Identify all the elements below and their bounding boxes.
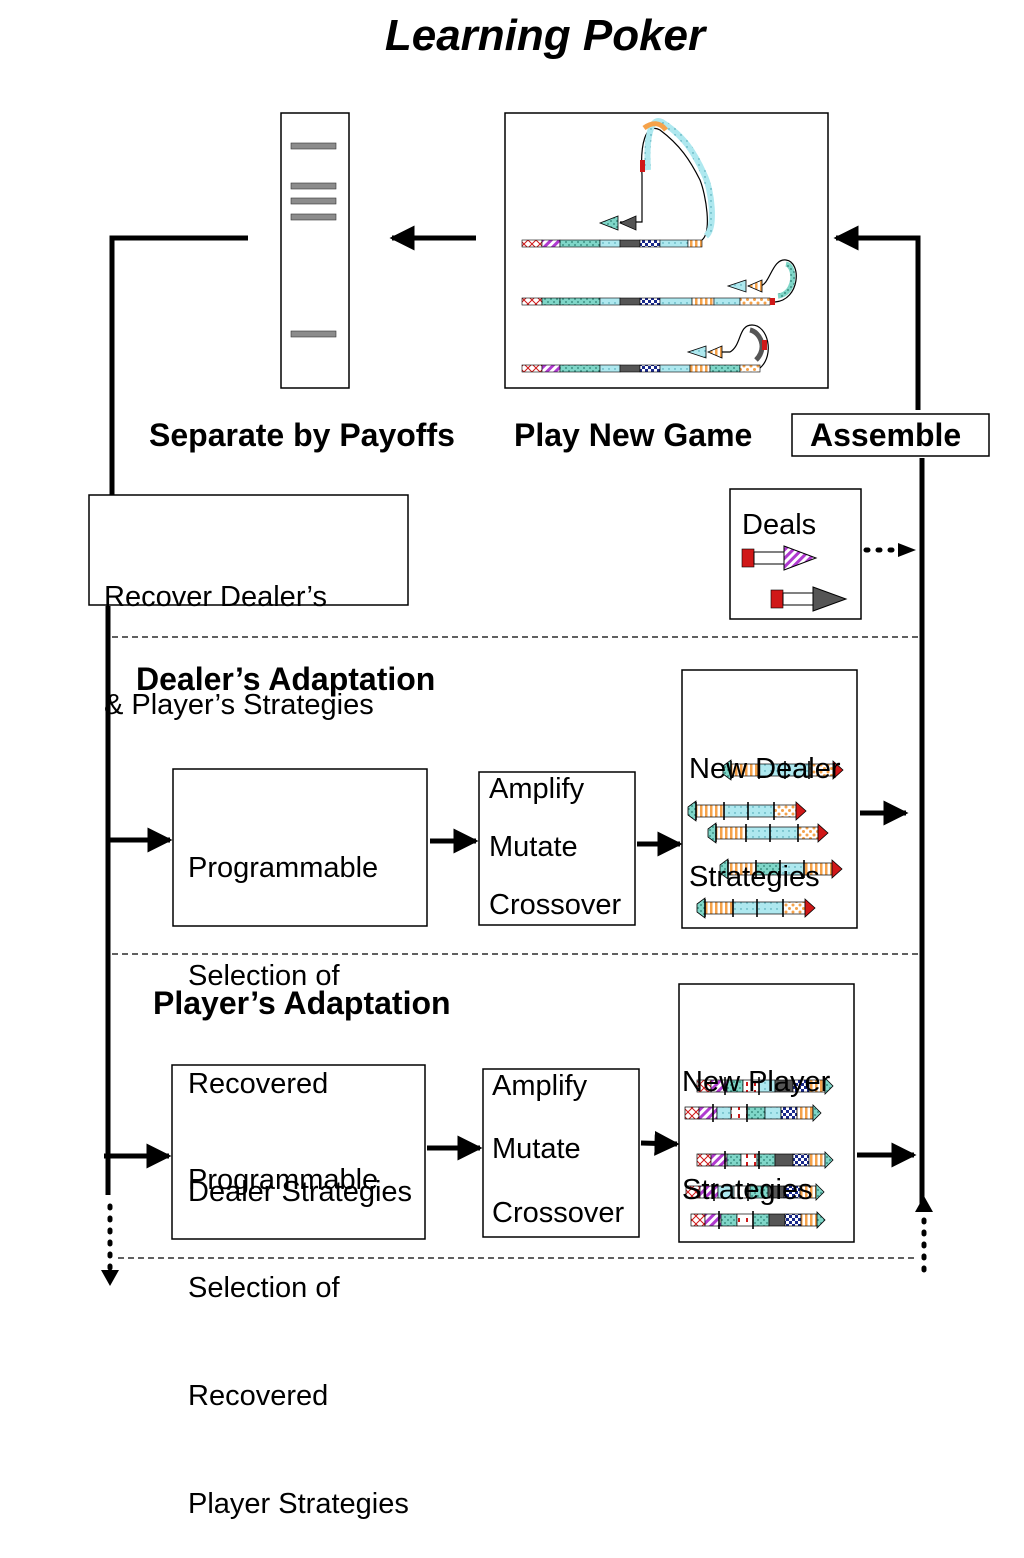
strategy-strand [687,800,807,822]
player-selection-box [171,1064,426,1240]
new-dealer-line: Strategies [689,861,820,893]
new-dealer-box [681,669,858,929]
gel-bands [290,142,337,338]
strategy-strand [696,897,816,919]
separate-label: Separate by Payoffs [149,417,455,453]
gel-band [290,182,337,190]
gel-frame [280,112,350,389]
new-player-line: Strategies [682,1174,813,1206]
play-frame [504,112,829,389]
game-strand-1 [521,118,715,248]
player-selection-line: Selection of [188,1272,340,1304]
strategy-strand [684,1104,822,1122]
strategy-strand [722,759,844,781]
connector-assemble-to-play [833,225,921,410]
strategy-strand [707,822,829,844]
dealer-op-mutate: Mutate [489,831,578,863]
player-selection-line: Programmable [188,1164,379,1196]
payoff-gel-box [280,112,350,389]
strategy-strand [696,1077,834,1095]
strategy-strand [696,1151,834,1169]
deal-arrow-2 [770,586,848,612]
player-ops-box [482,1068,640,1238]
dealer-heading: Dealer’s Adaptation [136,661,436,697]
strategy-strand [719,858,843,880]
dealer-selection-line: Dealer Strategies [188,1176,413,1208]
recover-line: & Player’s Strategies [104,689,374,721]
recover-line: Recover Dealer’s [104,581,327,613]
assemble-label: Assemble [810,417,962,453]
gel-band [290,142,337,150]
assemble-box [791,413,990,457]
connector-left-top [109,235,248,500]
new-dealer-strands [687,759,844,919]
dealer-selection-line: Programmable [188,852,379,884]
play-label: Play New Game [514,417,753,453]
new-dealer-label: New Dealer Strategies [689,679,841,931]
player-heading: Player’s Adaptation [153,985,451,1021]
recover-box [88,494,409,606]
gel-band [290,197,337,205]
player-selection-line: Player Strategies [188,1488,409,1520]
left-down-arrowhead [101,1270,119,1286]
dealer-op-amplify: Amplify [489,773,585,805]
learning-poker-diagram [88,112,990,1286]
new-player-label: New Player Strategies [682,992,830,1244]
player-op-crossover: Crossover [492,1197,625,1229]
dealer-selection-line: Selection of [188,960,340,992]
dealer-flow-arrows [108,800,909,857]
page-title: Learning Poker [384,11,706,60]
section-separators [112,636,918,1259]
player-flow-arrows [104,1130,917,1169]
gel-band [290,213,337,221]
dealer-selection-box [172,768,428,927]
player-selection-text: Programmable Selection of Recovered Play… [188,1090,409,1558]
game-strand-3 [521,324,769,373]
player-selection-line: Recovered [188,1380,329,1412]
dealer-op-crossover: Crossover [489,889,622,921]
gel-band [290,330,337,338]
play-game-box [504,112,829,389]
right-up-arrowhead [915,1196,933,1212]
deals-label: Deals [742,509,817,541]
strategy-strand [685,1183,825,1201]
recover-text: Recover Dealer’s & Player’s Strategies [104,507,374,759]
dotted-continuations [107,547,927,1283]
new-player-line: New Player [682,1066,831,1098]
arrow-player-ops-to-new [640,1130,680,1156]
dealer-selection-line: Recovered [188,1068,329,1100]
strategy-strand [690,1211,826,1229]
dealer-selection-text: Programmable Selection of Recovered Deal… [188,778,412,1246]
loop-connectors [105,225,925,1210]
deals-arrowhead [898,543,916,557]
game-strand-2 [521,259,797,306]
player-op-amplify: Amplify [492,1070,588,1102]
new-player-strands [684,1077,834,1229]
deal-arrow-1 [741,545,818,571]
player-op-mutate: Mutate [492,1133,581,1165]
dealer-ops-box [478,771,636,926]
new-dealer-line: New Dealer [689,753,841,785]
